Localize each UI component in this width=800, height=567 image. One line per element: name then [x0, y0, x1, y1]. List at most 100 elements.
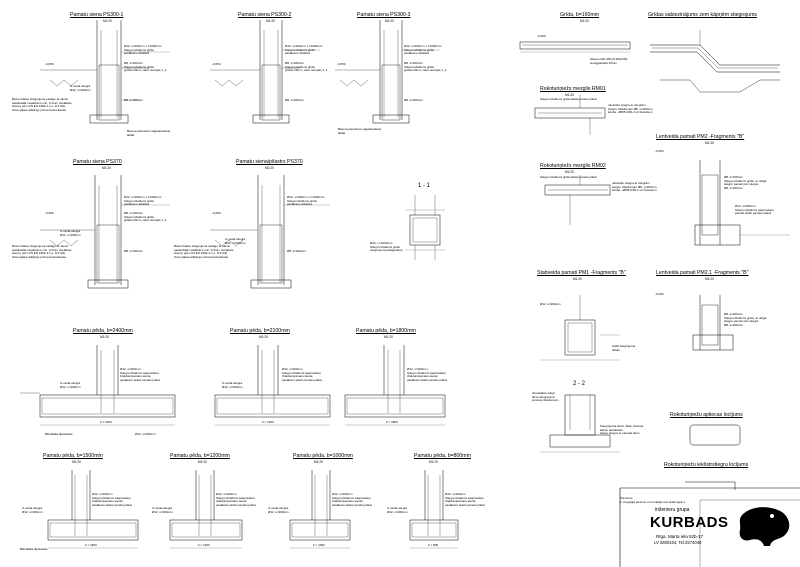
- scale-label: M1:20: [580, 19, 589, 23]
- note-pilastrs: Betoni klasei stiegrojuma pielāgo ar sti…: [174, 244, 234, 259]
- kurbads-logo: [739, 507, 790, 546]
- dim-label: b = 1200: [198, 543, 210, 547]
- callout-rm01: nāvinātie stiegra ar stiegrām stiegru iz…: [608, 103, 653, 114]
- callout-iekšā: Ø12, L=1000mm Stiegru izlaidumi grīdā st…: [370, 241, 403, 252]
- detail-grida: [519, 41, 631, 53]
- company-reg: LV 2800104, Tel.2574040: [654, 540, 702, 545]
- callout-u-veida: U-veida stiegra Ø12, s=200mm: [225, 237, 246, 245]
- scale-label: M1:20: [705, 277, 714, 281]
- callout-u-veida: U-veida stiegra Ø12, s=200mm: [70, 84, 91, 92]
- scale-label: M1:20: [384, 335, 393, 339]
- callout-pedas: Ø12, s=200mm Stiegru izlaidumi sasprieša…: [216, 492, 256, 507]
- callout-pedas: Ø12, s=200mm Stiegru izlaidumi sasprieša…: [407, 367, 447, 382]
- callout-pm21: Ø8, s=200mm Stiegru izlaidumi grīdā, ar …: [724, 312, 767, 327]
- level-label: -0,250: [655, 149, 664, 153]
- title-pm1: Stabveida pamati PM1 -Fragments "B": [537, 270, 626, 276]
- callout-pm1: Gaiši stiegrojuma tīklots: [612, 344, 636, 352]
- section-2-2-label: 2 - 2: [573, 381, 586, 387]
- scale-label: M1:20: [314, 460, 323, 464]
- callout-u-veida: U-veida stiegra Ø12, s=200mm: [222, 381, 243, 389]
- dim-label: b = 2100: [262, 420, 274, 424]
- title-rm02: Rokoturiņiežs mezglis RM02: [540, 163, 606, 169]
- footing-1200: [169, 470, 243, 549]
- callout-rm02: Stiegru izlaidumi grīdā skatā pamatu plā…: [540, 175, 597, 179]
- detail-ps300-2: [210, 20, 320, 124]
- callout-apliecs: Ø8, s=200mm: [124, 98, 143, 102]
- scale-label: M1:20: [705, 141, 714, 145]
- callout-stiegrojums: Ø12, s=200mm, L=1000mm Stiegru izlaidumi…: [285, 44, 323, 55]
- callout-apliecs: Ø8, s=200mm: [404, 98, 423, 102]
- title-p1000: Pamatu pēda, b=1000mm: [293, 453, 353, 459]
- title-apliecas: Rokoturiņiežu apliecas locījums: [670, 412, 743, 418]
- callout-stiegrojums: Ø8, s=200mm Stiegru izlaidumi grīdā grīd…: [124, 61, 167, 72]
- callout-betona: Betona pamatnes sagatavošana labāk: [127, 129, 171, 137]
- title-ps370: Pamatu siena PS370: [73, 159, 122, 165]
- detail-rm01: [534, 95, 606, 135]
- callout-pm2: Ø8, s=200mm Stiegru izlaidumi grīdā, ar …: [724, 175, 767, 190]
- dim-label: b = 800: [428, 543, 439, 547]
- detail-apliecas: [689, 424, 741, 446]
- scale-label: M1:20: [100, 335, 109, 339]
- callout-pedas: Ø12, s=200mm Stiegru izlaidumi sasprieša…: [332, 492, 372, 507]
- scale-label: M1:20: [259, 335, 268, 339]
- callout-rm01: Stiegru izlaidumi grīdā skatā pamatu plā…: [540, 97, 597, 101]
- title-grida: Grīda, b=160mm: [560, 12, 600, 18]
- callout-stiegrojums: Ø8, s=200mm Stiegru izlaidumi grīdā grīd…: [124, 211, 167, 222]
- callout-pedas: Ø12, s=200mm Stiegru izlaidumi sasprieša…: [282, 367, 322, 382]
- detail-pilastrs: [210, 175, 330, 289]
- dim-label: b = 1000: [313, 543, 325, 547]
- title-pm2: Lentveida pamati PM2 -Fragments "B": [656, 134, 745, 140]
- title-iekstrs: Rokoturiņiežu iekšstrstiegru locījums: [664, 462, 749, 468]
- scale-label: M1:20: [72, 460, 81, 464]
- callout-stiegrojums: Ø12, s=200mm, L=1000mm Stiegru izlaidumi…: [404, 44, 442, 55]
- callout-u-veida: U-veida stiegra Ø12, s=200mm: [22, 506, 43, 514]
- callout-s22: Stiegrojuma stūvs. Skat. kolonas kāpņu a…: [600, 424, 644, 435]
- callout-apliecs: Ø8, s=200mm: [287, 249, 306, 253]
- level-label: -0,050: [212, 211, 221, 215]
- scale-label: M1:20: [565, 170, 574, 174]
- footing-800: [409, 470, 459, 549]
- footing-1500: [47, 470, 139, 549]
- scale-label: M1:20: [565, 93, 574, 97]
- footing-1000: [289, 470, 351, 549]
- callout-stiegrojums: Ø12, s=200mm, L=1000mm Stiegru izlaidumi…: [287, 195, 325, 206]
- footing-1800: [344, 345, 446, 426]
- detail-ps300-1: [40, 20, 170, 124]
- callout-u-veida: U-veida stiegra Ø12, s=200mm: [152, 506, 173, 514]
- callout-betona: Betona pamatnes sagatavošana labāk: [338, 127, 382, 135]
- detail-ps300-3: [335, 20, 440, 124]
- company-subtitle: inženieru grupa: [655, 507, 690, 513]
- scale-label: M1:20: [102, 166, 111, 170]
- level-label: -0,050: [337, 62, 346, 66]
- title-p1200: Pamatu pēda, b=1200mm: [170, 453, 230, 459]
- section-1-1-label: 1 - 1: [418, 183, 431, 189]
- note-ps300-1: Betoni klasei stiegrojuma pielāgo ar sti…: [12, 97, 72, 112]
- detail-pm1: [540, 295, 620, 361]
- callout-u-veida: U-veida stiegra Ø12, s=200mm: [60, 229, 81, 237]
- callout-pedas-b: Ø12, s=200mm: [135, 432, 156, 436]
- callout-stiegrojums: Ø12, s=200mm, L=1000mm Stiegru izlaidumi…: [124, 195, 162, 206]
- callout-s22: Izturētākes stiegr. tikne stiegrojuma ko…: [532, 391, 559, 402]
- scale-label: M1:20: [103, 19, 112, 23]
- title-block-frame: [619, 487, 800, 567]
- callout-pedas: Ø12, s=200mm Stiegru izlaidumi sasprieša…: [120, 367, 160, 382]
- callout-pedas: Ø12, s=200mm Stiegru izlaidumi sasprieša…: [92, 492, 132, 507]
- detail-section-1-1: [405, 195, 445, 260]
- title-p1800: Pamatu pēda, b=1800mm: [356, 328, 416, 334]
- dim-label: b = 2400: [100, 420, 112, 424]
- scale-label: M1:20: [198, 460, 207, 464]
- level-label: -0,050: [212, 62, 221, 66]
- detail-iekstrs: [685, 481, 736, 490]
- scale-label: M1:20: [573, 277, 582, 281]
- callout-pm2: Ø12, s=200mm Stiegru izlaidumi sasprieša…: [735, 204, 775, 215]
- callout-u-veida: U-veida stiegra Ø12, s=200mm: [387, 506, 408, 514]
- callout-pedas: Ø12, s=200mm Stiegru izlaidumi sasprieša…: [445, 492, 485, 507]
- footing-2400: [20, 345, 176, 426]
- title-pilastrs: Pamatu siena/pilastrs PS370: [236, 159, 303, 165]
- title-p2400: Pamatu pēda, b=2400mm: [73, 328, 133, 334]
- callout-blinding: Blīnditāka lāpsteidas: [45, 432, 73, 436]
- detail-rm02: [544, 175, 611, 225]
- callout-grida: Stiegru tīkls Ø8 (d=200x200 smeggauļaža …: [590, 57, 628, 65]
- callout-stiegrojums: Ø8, s=200mm Stiegru izlaidumi grīdā grīd…: [285, 61, 328, 72]
